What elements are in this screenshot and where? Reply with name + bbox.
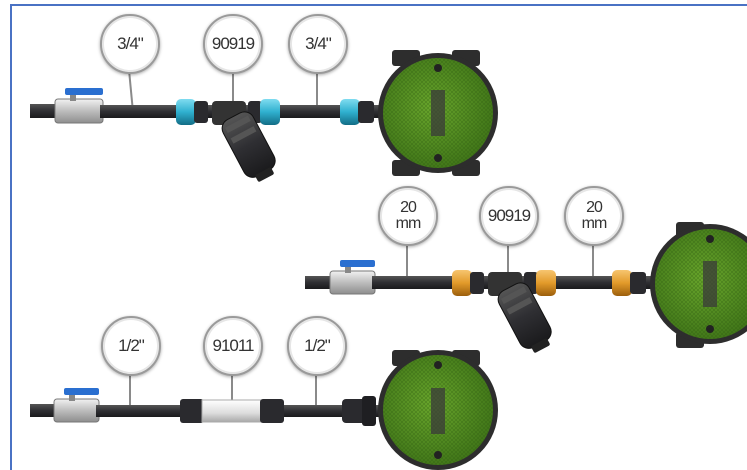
size-label-text: 1/2": [118, 336, 145, 355]
pipe-stub: [30, 104, 60, 118]
part-number-bubble: 90919: [203, 14, 263, 74]
part-number-bubble: 91011: [203, 316, 263, 376]
ball-valve: [329, 260, 376, 295]
size-label-text: 3/4": [305, 34, 332, 53]
assembly-bottom: [30, 350, 498, 470]
filter: [212, 101, 276, 182]
size-label-bubble: 1/2": [287, 316, 347, 376]
size-label-text: 20 mm: [581, 199, 608, 232]
ball-valve: [53, 388, 100, 423]
assembly-top: [30, 50, 498, 182]
assembly-middle: [305, 222, 747, 353]
size-label-bubble: 1/2": [101, 316, 161, 376]
part-number-bubble: 90919: [479, 186, 539, 246]
size-label-text: 1/2": [304, 336, 331, 355]
connector-blue: [340, 99, 374, 125]
pipe-stub: [305, 276, 335, 289]
connector-orange: [612, 270, 646, 296]
size-label-text: 20 mm: [395, 199, 422, 232]
size-label-bubble: 20 mm: [564, 186, 624, 246]
frame-left-border: [10, 4, 12, 470]
frame-top-border: [10, 4, 747, 6]
part-number-text: 90919: [487, 206, 531, 225]
controller-unit: [378, 50, 498, 176]
filter: [488, 272, 552, 353]
controller-unit: [650, 222, 747, 348]
controller-unit: [378, 350, 498, 470]
pipe-stub: [30, 404, 58, 417]
size-label-bubble: 20 mm: [378, 186, 438, 246]
connector: [342, 396, 376, 426]
connector-orange: [452, 270, 484, 296]
size-label-bubble: 3/4": [100, 14, 160, 74]
size-label-bubble: 3/4": [288, 14, 348, 74]
size-label-text: 3/4": [117, 34, 144, 53]
part-number-text: 90919: [211, 34, 255, 53]
connector-blue: [176, 99, 208, 125]
ball-valve: [54, 88, 104, 124]
filter-sleeve: [180, 399, 284, 423]
part-number-text: 91011: [212, 336, 254, 355]
